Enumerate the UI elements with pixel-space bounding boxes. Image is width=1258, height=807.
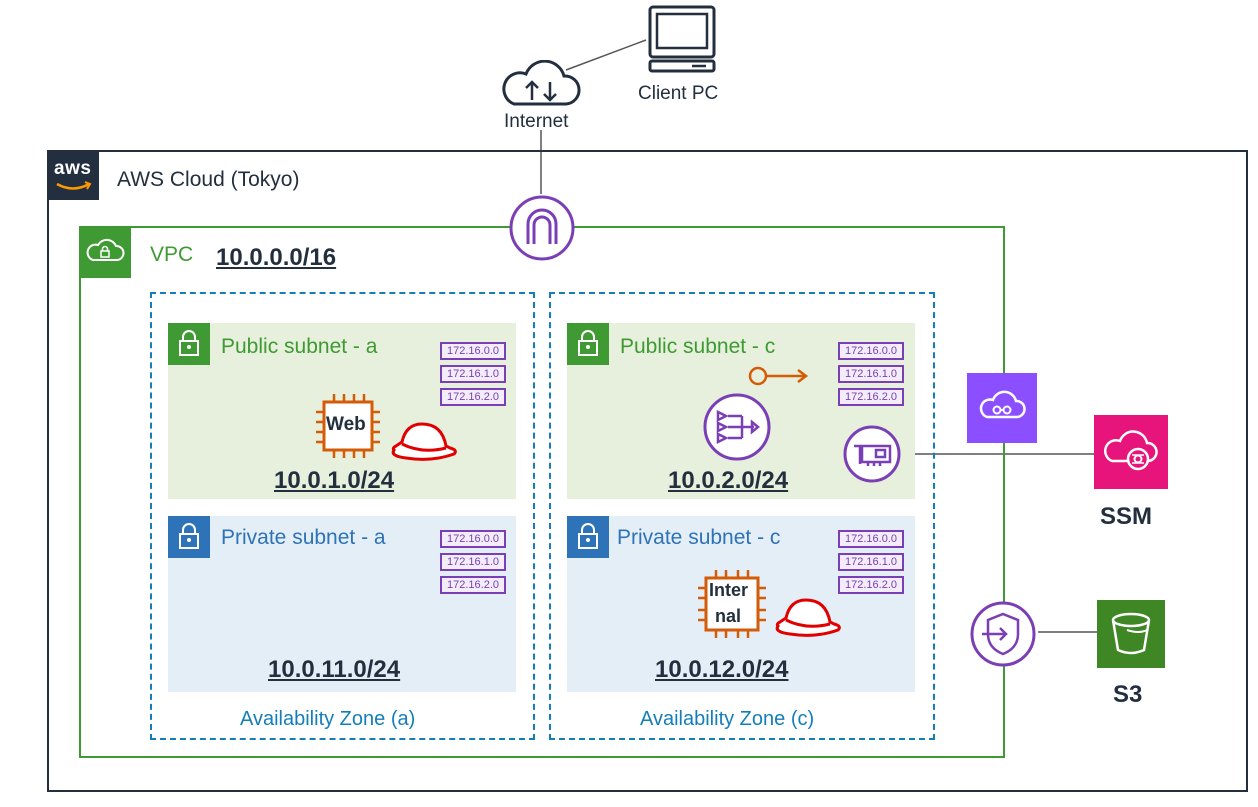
ssm-label: SSM <box>1100 503 1153 530</box>
network-interface-icon <box>842 424 902 484</box>
route-entry: 172.16.1.0 <box>440 553 506 571</box>
route-entry: 172.16.1.0 <box>440 365 506 383</box>
ssm-icon <box>1094 415 1168 489</box>
ec2-web-label: Web <box>326 414 366 435</box>
client-pc-label: Client PC <box>638 83 719 104</box>
interface-endpoint-icon <box>967 373 1037 443</box>
route-entry: 172.16.2.0 <box>838 576 904 594</box>
s3-label: S3 <box>1113 681 1143 708</box>
route-table-public-a: 172.16.0.0 172.16.1.0 172.16.2.0 <box>440 342 506 406</box>
route-entry: 172.16.0.0 <box>838 342 904 360</box>
route-table-private-c: 172.16.0.0 172.16.1.0 172.16.2.0 <box>838 530 904 594</box>
ec2-internal-label-line2: nal <box>715 606 742 626</box>
public-subnet-c-lock-icon <box>567 323 609 365</box>
availability-zone-c-label: Availability Zone (c) <box>640 708 815 730</box>
s3-bucket-icon <box>1097 600 1165 668</box>
route-entry: 172.16.0.0 <box>440 342 506 360</box>
route-entry: 172.16.1.0 <box>838 553 904 571</box>
gateway-endpoint-icon <box>968 600 1038 668</box>
private-subnet-c-title: Private subnet - c <box>617 526 781 549</box>
availability-zone-c <box>549 292 935 740</box>
route-table-public-c: 172.16.0.0 172.16.1.0 172.16.2.0 <box>838 342 904 406</box>
availability-zone-a-label: Availability Zone (a) <box>240 708 416 730</box>
private-subnet-c-lock-icon <box>567 516 609 558</box>
route-entry: 172.16.1.0 <box>838 365 904 383</box>
key-icon <box>746 364 810 388</box>
route-entry: 172.16.0.0 <box>838 530 904 548</box>
vpc-icon <box>79 226 131 278</box>
public-subnet-a-lock-icon <box>168 323 210 365</box>
route-entry: 172.16.2.0 <box>440 388 506 406</box>
ec2-instance-icon <box>696 570 768 638</box>
private-subnet-c-cidr: 10.0.12.0/24 <box>655 656 789 683</box>
private-subnet-a-lock-icon <box>168 516 210 558</box>
route-entry: 172.16.2.0 <box>838 388 904 406</box>
aws-cloud-boundary <box>47 150 1248 792</box>
internet-to-client-line <box>565 39 647 71</box>
route-entry: 172.16.2.0 <box>440 576 506 594</box>
internet-icon <box>500 59 582 108</box>
desktop-computer-icon <box>646 5 718 73</box>
vpc-label: VPC <box>150 243 194 266</box>
availability-zone-a <box>150 292 535 740</box>
aws-logo-text: aws <box>54 158 92 179</box>
nat-gateway-icon <box>702 392 772 462</box>
red-hat-icon <box>386 420 460 462</box>
route-table-private-a: 172.16.0.0 172.16.1.0 172.16.2.0 <box>440 530 506 594</box>
vpc-cidr: 10.0.0.0/16 <box>216 244 337 271</box>
private-subnet-a-title: Private subnet - a <box>221 526 386 549</box>
internet-gateway-icon <box>508 194 576 262</box>
ec2-internal-label-line1: Inter <box>709 580 749 600</box>
internet-label: Internet <box>504 111 569 132</box>
route-entry: 172.16.0.0 <box>440 530 506 548</box>
public-subnet-a-title: Public subnet - a <box>221 335 378 358</box>
public-subnet-a-cidr: 10.0.1.0/24 <box>274 467 395 494</box>
red-hat-icon <box>770 596 844 638</box>
private-subnet-a-cidr: 10.0.11.0/24 <box>268 656 401 683</box>
aws-cloud-label: AWS Cloud (Tokyo) <box>117 168 300 191</box>
aws-logo <box>47 150 99 200</box>
public-subnet-c-cidr: 10.0.2.0/24 <box>668 467 789 494</box>
ec2-instance-icon <box>314 394 382 458</box>
aws-smile-icon <box>56 181 92 190</box>
public-subnet-c-title: Public subnet - c <box>620 335 776 358</box>
